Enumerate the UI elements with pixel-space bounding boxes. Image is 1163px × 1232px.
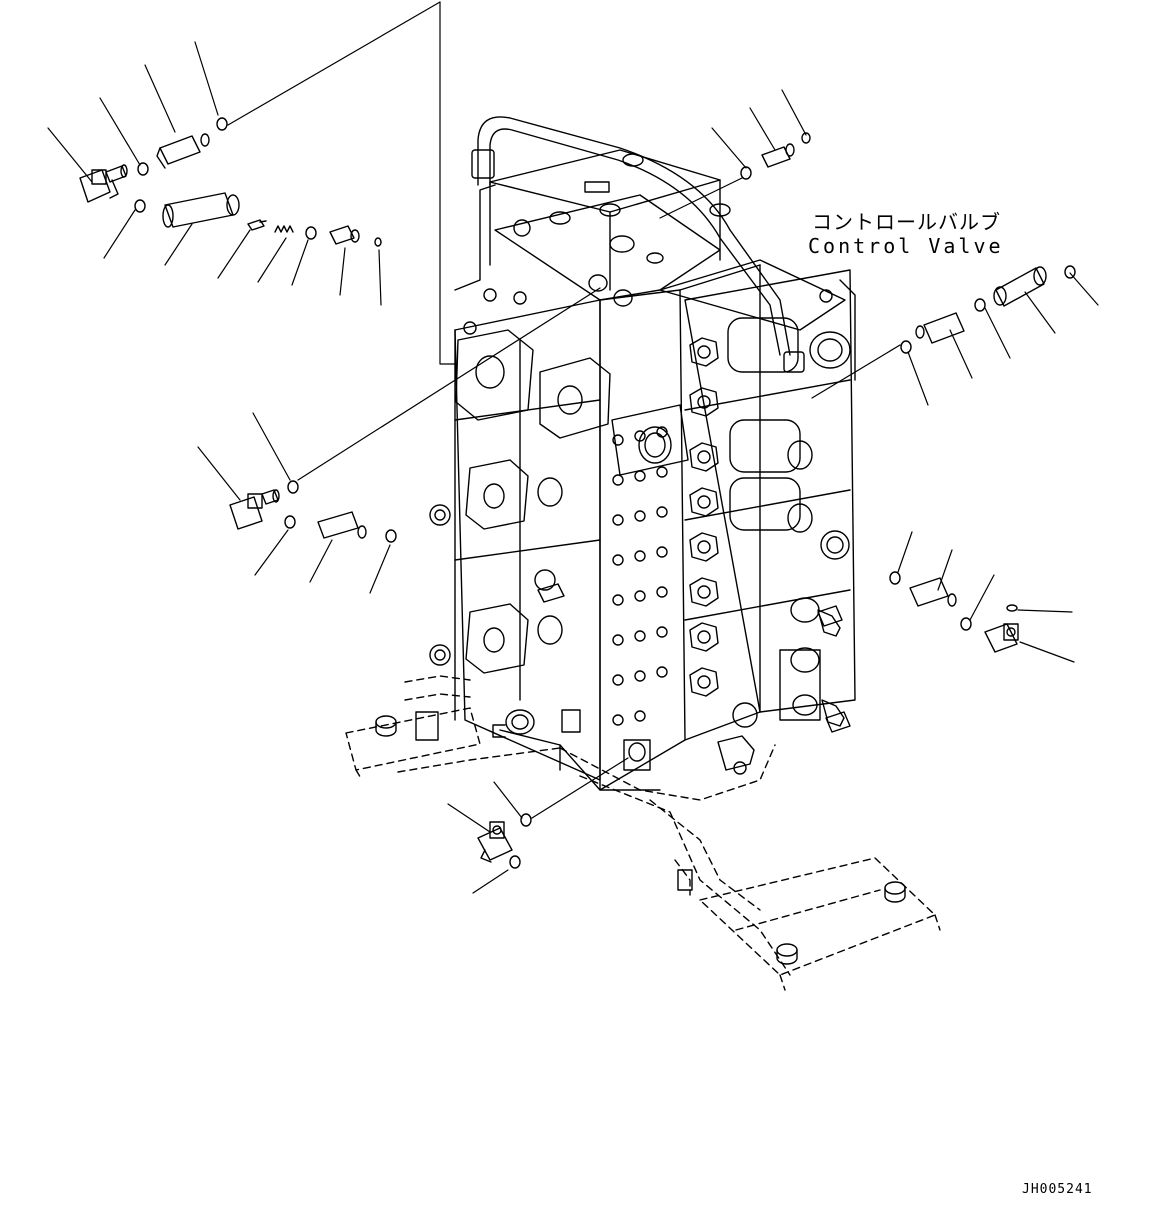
poppet-top-left xyxy=(247,219,267,231)
elbow-fitting-bottom xyxy=(477,821,513,863)
left-flanges xyxy=(429,329,611,738)
pillar-ports xyxy=(611,404,689,771)
o-ring-ml-2 xyxy=(284,515,296,529)
o-ring-tl-1 xyxy=(137,162,149,176)
right-spool-covers xyxy=(727,317,851,728)
control-valve-body xyxy=(454,149,856,791)
o-ring-rl-3 xyxy=(1006,604,1018,612)
o-ring-rl-1 xyxy=(889,571,901,585)
elbow-fitting-right-lower xyxy=(984,623,1019,653)
o-ring-ml-3 xyxy=(385,529,397,543)
o-ring-tl-5 xyxy=(374,237,382,247)
o-ring-tr-1 xyxy=(740,166,752,180)
o-ring-tl-3 xyxy=(216,117,228,131)
hex-adapter-mid-left xyxy=(317,511,367,539)
spring-top-left xyxy=(274,225,294,233)
long-adapter-top-left xyxy=(162,192,240,228)
mounting-bracket xyxy=(345,675,941,991)
plug-top-left xyxy=(329,225,360,245)
figure-code: JH005241 xyxy=(1022,1182,1093,1197)
plug-top-right xyxy=(761,143,795,168)
hex-adapter-top-left xyxy=(156,133,210,169)
o-ring-b-1 xyxy=(520,813,532,827)
top-details xyxy=(463,153,833,335)
right-hex-caps xyxy=(689,337,719,697)
elbow-fitting-right-upper xyxy=(993,266,1047,307)
o-ring-ml-1 xyxy=(287,480,299,494)
elbow-fitting-top-left xyxy=(79,164,128,203)
o-ring-ru-3 xyxy=(900,340,912,354)
o-ring-tr-2 xyxy=(801,132,811,144)
pilot-hose xyxy=(471,116,805,373)
bracket-bolts xyxy=(375,711,906,965)
diagram-title-japanese: コントロールバルブ xyxy=(812,210,1001,234)
o-ring-b-2 xyxy=(509,855,521,869)
elbow-fitting-mid-left xyxy=(229,489,280,530)
leader-lines xyxy=(47,1,1099,894)
o-ring-tl-2 xyxy=(134,199,146,213)
hex-adapter-right-lower xyxy=(909,577,957,607)
body-fittings xyxy=(537,583,851,775)
o-ring-ru-2 xyxy=(974,298,986,312)
o-ring-rl-2 xyxy=(960,617,972,631)
hex-adapter-right-upper xyxy=(915,312,965,344)
o-ring-tl-4 xyxy=(305,226,317,240)
o-ring-ru-1 xyxy=(1064,265,1076,279)
diagram-title-english: Control Valve xyxy=(808,234,1004,258)
